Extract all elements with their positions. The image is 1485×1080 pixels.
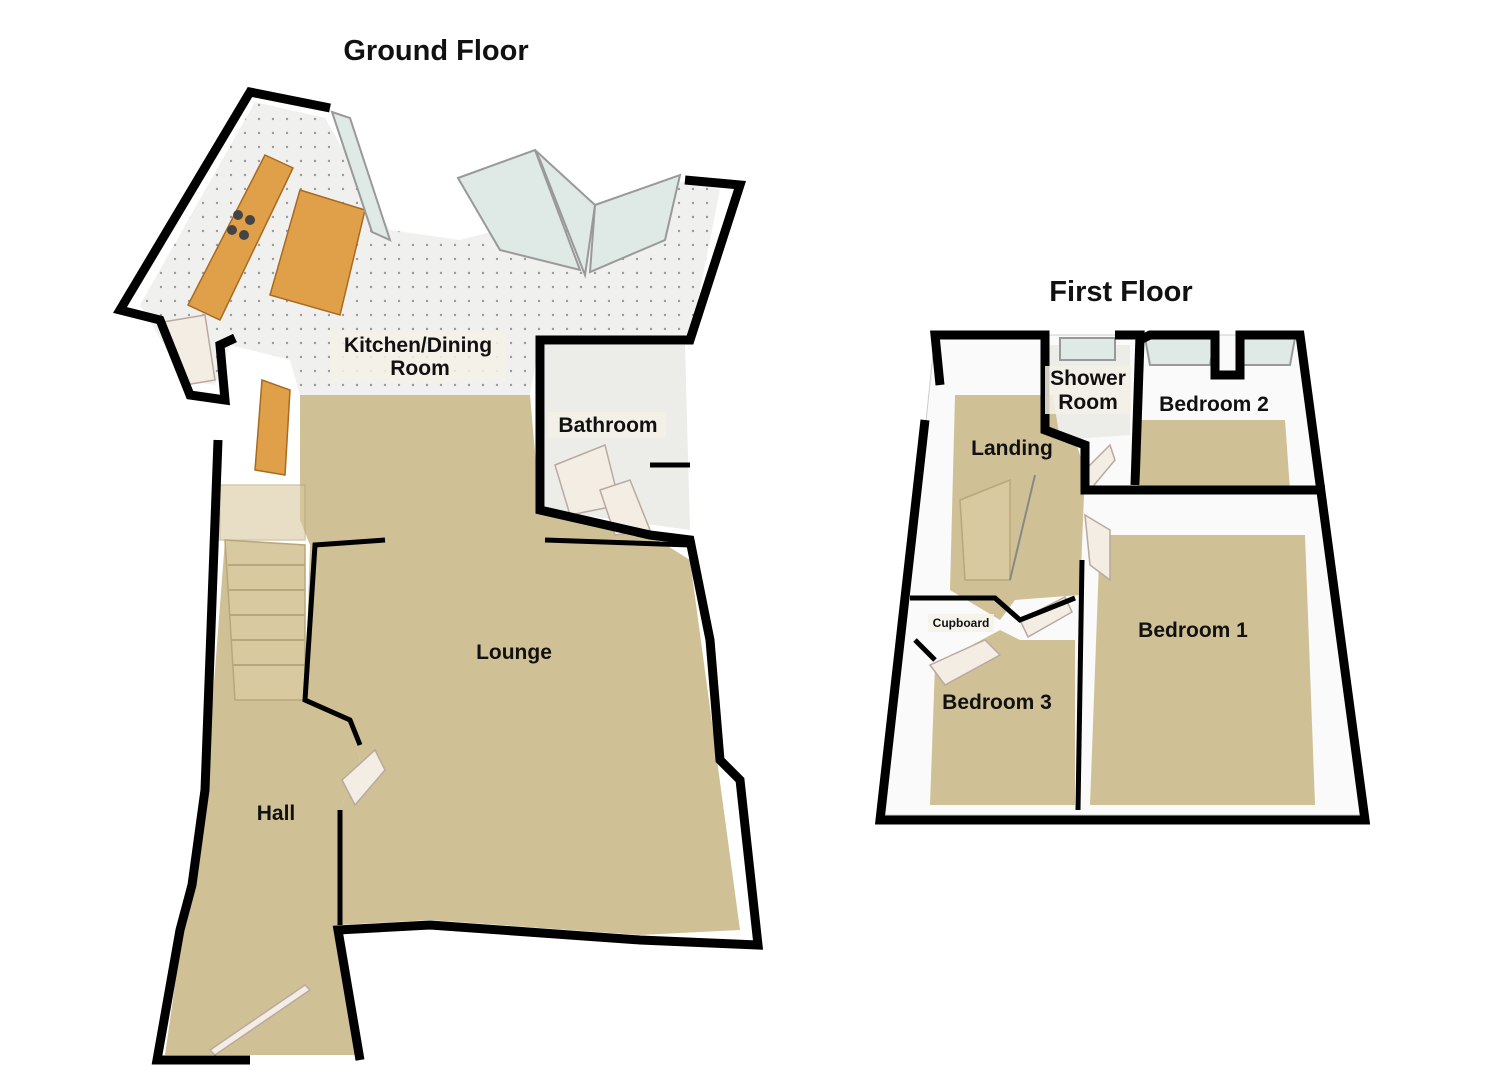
bedroom3-wall — [913, 638, 937, 662]
bathroom-inner-door — [599, 479, 652, 536]
lounge-wall-top — [544, 537, 691, 548]
shower-label-bg — [1045, 366, 1131, 414]
bedroom3-door — [928, 639, 1002, 686]
bifold-door-2 — [534, 149, 597, 279]
bedroom2-label: Bedroom 2 — [1159, 393, 1269, 416]
bedroom2-floor — [1140, 420, 1290, 490]
shower-room-label-2: Room — [1058, 391, 1118, 414]
lounge-floor — [300, 395, 740, 935]
ground-floor-outer-wall-right — [332, 175, 764, 1061]
ground-floor-title: Ground Floor — [343, 35, 528, 67]
hall-label: Hall — [257, 802, 296, 825]
kitchen-dining-label: Kitchen/Dining — [344, 334, 492, 357]
cupboard-label: Cupboard — [933, 616, 990, 630]
bedroom2-window — [1143, 337, 1217, 366]
shower-window — [1059, 337, 1116, 361]
lounge-label: Lounge — [476, 641, 552, 664]
kitchen-label-bg — [330, 332, 505, 382]
bedroom3-label: Bedroom 3 — [942, 691, 1052, 714]
stair-rail — [1009, 474, 1036, 581]
front-door — [208, 984, 312, 1056]
shower-room-label: Shower — [1050, 367, 1126, 390]
bathroom-label: Bathroom — [558, 414, 657, 437]
bifold-door-3 — [588, 173, 682, 274]
first-floor-title: First Floor — [1049, 276, 1192, 308]
first-floor: First Floor Shower Room Bedroom 2 Landin… — [874, 276, 1371, 825]
ground-floor-stairs — [219, 484, 306, 701]
ground-floor-outer-wall — [113, 86, 331, 406]
first-floor-outer-wall — [930, 330, 1325, 495]
bedroom1-floor — [1090, 535, 1315, 805]
kitchen-dining-label-2: Room — [390, 357, 450, 380]
cupboard-label-bg — [928, 614, 994, 632]
bifold-door-1 — [456, 148, 582, 272]
cupboard-wall — [910, 595, 1076, 623]
hall-floor — [165, 540, 360, 1055]
kitchen-side-unit — [254, 378, 291, 476]
first-floor-outer-wall-2 — [874, 330, 1371, 825]
ground-floor: Ground Floor — [113, 35, 764, 1065]
bedroom1-wall — [1075, 559, 1085, 811]
bedroom1-label: Bedroom 1 — [1138, 619, 1248, 642]
lounge-door — [341, 748, 386, 807]
landing-label: Landing — [971, 437, 1053, 460]
ground-floor-outer-wall-left — [151, 439, 250, 1065]
bathroom-label-bg — [548, 412, 666, 438]
bedroom1-door — [1084, 513, 1111, 582]
hob-icon — [227, 210, 255, 240]
glazed-door-left — [330, 110, 392, 242]
kitchen-island — [269, 189, 366, 316]
bedroom2-window-2 — [1239, 337, 1297, 366]
lounge-wall — [302, 537, 386, 746]
